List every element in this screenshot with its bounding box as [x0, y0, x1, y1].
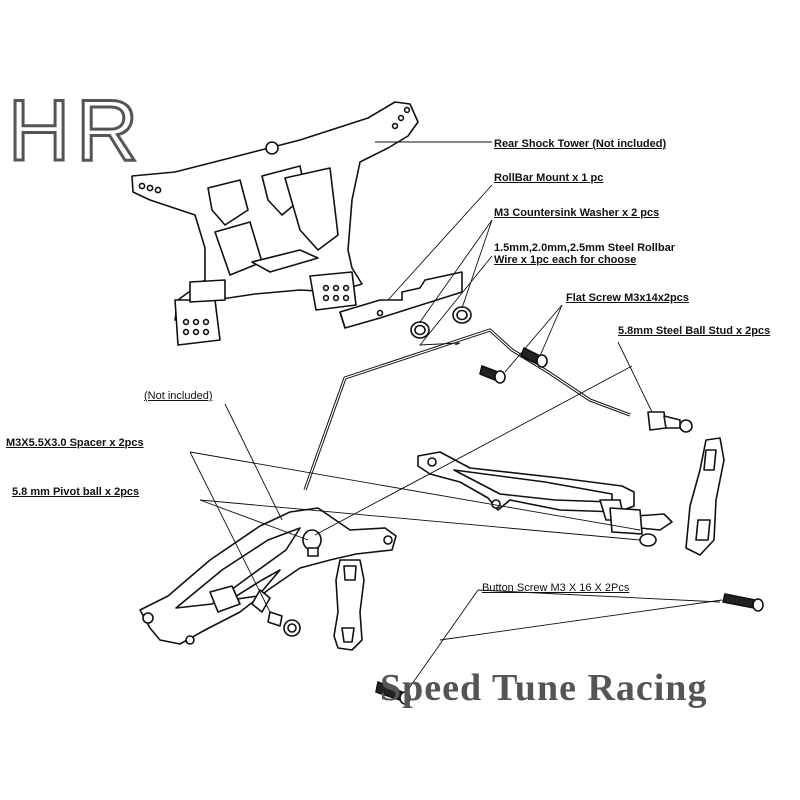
label-countersink-washer: M3 Countersink Washer x 2 pcs: [494, 207, 660, 219]
leader-button-screw-1: [404, 589, 479, 695]
label-ball-stud: 5.8mm Steel Ball Stud x 2pcs: [618, 325, 771, 337]
rollbar-mount: [339, 271, 463, 329]
leader-washer-1: [419, 219, 493, 323]
center-camber-link: [333, 559, 365, 651]
leader-lines: [189, 141, 723, 695]
steel-ball-stud: [647, 411, 693, 433]
steel-rollbar-wire: [303, 328, 631, 491]
label-not-included: (Not included): [144, 390, 213, 402]
leader-button-screw-3: [439, 599, 723, 641]
button-screws: [375, 593, 764, 705]
leader-spacer-1: [189, 451, 271, 613]
leader-pivot-ball-2: [199, 499, 641, 541]
leader-washer-2: [461, 219, 493, 309]
leader-rollbar-wire: [419, 255, 493, 346]
right-camber-link: [685, 437, 725, 556]
leader-rollbar-mount: [387, 184, 493, 301]
label-rear-shock-tower: Rear Shock Tower (Not included): [494, 138, 667, 150]
label-pivot-ball: 5.8 mm Pivot ball x 2pcs: [12, 486, 140, 498]
leader-flat-screw-2: [539, 304, 563, 357]
rear-shock-tower: [131, 101, 419, 346]
leader-spacer-2: [189, 451, 641, 531]
countersink-washers: [410, 306, 472, 339]
pivot-ball-left: [302, 529, 322, 557]
leader-flat-screw-1: [504, 304, 563, 373]
label-rollbar-wire-line2: Wire x 1pc each for choose: [494, 254, 637, 266]
label-rollbar-mount: RollBar Mount x 1 pc: [494, 172, 604, 184]
leader-button-screw-2: [477, 589, 721, 603]
label-button-screw: Button Screw M3 X 16 X 2Pcs: [482, 582, 630, 594]
right-lower-arm: [417, 451, 673, 547]
leader-ball-stud: [617, 341, 653, 413]
speed-tune-racing-watermark: Speed Tune Racing: [380, 667, 708, 709]
label-rollbar-wire-line1: 1.5mm,2.0mm,2.5mm Steel Rollbar: [494, 242, 675, 254]
leader-pivot-ball-1: [199, 499, 309, 541]
hr-logo: HR: [6, 83, 145, 179]
label-flat-screw: Flat Screw M3x14x2pcs: [566, 292, 689, 304]
spacer-left: [267, 611, 301, 637]
leader-ball-stud-2: [314, 365, 633, 536]
leader-not-included: [224, 403, 283, 521]
label-spacer: M3X5.5X3.0 Spacer x 2pcs: [6, 437, 144, 449]
flat-screws: [479, 347, 548, 384]
